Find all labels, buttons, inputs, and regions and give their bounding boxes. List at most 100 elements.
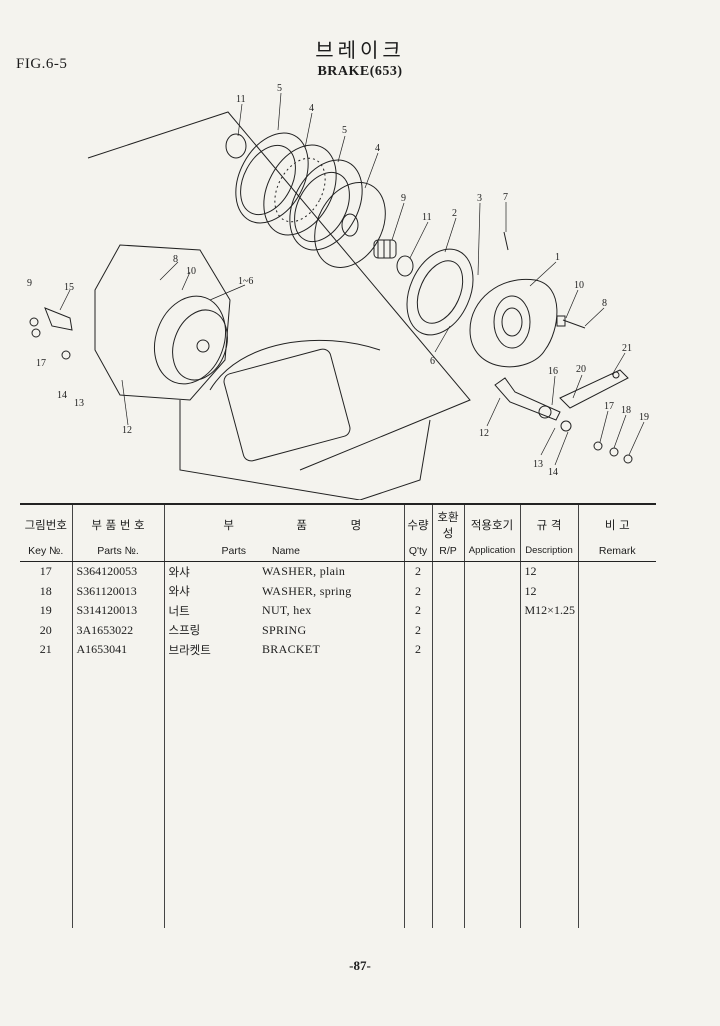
cell-qty: 2 — [403, 640, 432, 660]
cell-application — [463, 601, 520, 621]
cell-description: 12 — [519, 581, 578, 601]
callout: 4 — [375, 143, 380, 154]
cell-remark — [577, 620, 656, 640]
figure-label: FIG.6-5 — [16, 56, 68, 72]
callout: 12 — [479, 428, 489, 439]
col-header-name-a-ko: 부 — [163, 503, 254, 542]
callout: 17 — [604, 401, 614, 412]
col-header-qty-ko: 수량 — [403, 503, 432, 542]
callout: 4 — [309, 103, 314, 114]
lever-15 — [29, 307, 73, 360]
cell-qty: 2 — [403, 581, 432, 601]
col-header-parts-no-en: Parts №. — [71, 542, 164, 562]
table-row: 20 3A1653022 스프링 SPRING 2 — [20, 620, 656, 640]
callout: 18 — [621, 405, 631, 416]
page-title-korean: 브레이크 — [315, 38, 405, 62]
cell-remark — [577, 601, 656, 621]
callout: 12 — [122, 425, 132, 436]
cell-name-ko: 와샤 — [163, 561, 254, 582]
callout: 3 — [477, 193, 482, 204]
callout: 17 — [36, 358, 46, 369]
header-row-english: Key №. Parts №. Parts Name Q'ty R/P Appl… — [20, 542, 656, 562]
cell-name-en: SPRING — [262, 622, 307, 637]
cell-rp — [431, 561, 464, 582]
gasket-2 — [406, 248, 474, 336]
cell-application — [463, 620, 520, 640]
callout: 1~6 — [238, 276, 253, 287]
callout: 11 — [422, 212, 432, 223]
cell-name-en: WASHER, plain — [262, 564, 346, 579]
col-header-parts-no-ko: 부 품 번 호 — [71, 503, 164, 542]
callout: 10 — [186, 266, 196, 277]
cell-qty: 2 — [403, 620, 432, 640]
cell-remark — [577, 561, 656, 582]
callout: 10 — [574, 280, 584, 291]
cell-name-en: WASHER, spring — [262, 583, 352, 598]
col-header-description-ko: 규 격 — [519, 503, 578, 542]
plate-4a — [263, 144, 337, 236]
cell-qty: 2 — [403, 601, 432, 621]
header-row-korean: 그림번호 부 품 번 호 부 품 명 수량 호환성 적용호기 규 격 비 고 — [20, 503, 656, 542]
table-row: 17 S364120053 와샤 WASHER, plain 2 12 — [20, 561, 656, 582]
cell-rp — [431, 601, 464, 621]
callout: 20 — [576, 364, 586, 375]
callout: 15 — [64, 282, 74, 293]
page-number: -87- — [349, 958, 371, 973]
callout-numbers: 11 5 4 5 4 9 11 2 3 7 1 8 10 1~6 9 15 17… — [27, 83, 649, 478]
cell-name-ko: 너트 — [163, 601, 254, 621]
cell-name-en: BRACKET — [262, 642, 321, 657]
callout: 14 — [548, 467, 558, 478]
cell-qty: 2 — [403, 561, 432, 582]
callout: 14 — [57, 390, 67, 401]
cell-parts-no: 3A1653022 — [71, 620, 164, 640]
friction-disc-5a — [235, 132, 309, 224]
group-bracket-outline — [87, 111, 471, 471]
col-header-name-b-en: Name — [254, 542, 404, 562]
cell-parts-no: A1653041 — [71, 640, 164, 660]
col-header-qty-en: Q'ty — [403, 542, 432, 562]
brake-arm-12 — [494, 377, 561, 421]
callout: 16 — [548, 366, 558, 377]
page-title-english: BRAKE(653) — [317, 64, 403, 79]
cell-key: 18 — [39, 583, 52, 598]
cell-parts-no: S361120013 — [71, 581, 164, 601]
col-header-name-b-ko: 품 — [296, 518, 307, 532]
cell-parts-no: S364120053 — [71, 561, 164, 582]
brake-lever-21 — [559, 369, 629, 409]
cell-rp — [431, 640, 464, 660]
col-header-key-en: Key №. — [20, 542, 72, 562]
snap-ring-11 — [225, 133, 247, 159]
cell-key: 21 — [39, 642, 52, 657]
col-header-rp-en: R/P — [431, 542, 464, 562]
cell-application — [463, 561, 520, 582]
col-header-description-en: Description — [519, 542, 578, 562]
cell-description: M12×1.25 — [519, 601, 578, 621]
table-empty-area — [20, 659, 656, 928]
cell-parts-no: S314120013 — [71, 601, 164, 621]
cell-description — [519, 620, 578, 640]
cell-key: 19 — [39, 603, 52, 618]
callout: 1 — [555, 252, 560, 263]
col-header-application-ko: 적용호기 — [463, 503, 520, 542]
col-header-remark-en: Remark — [577, 542, 656, 562]
cell-name-ko: 와샤 — [163, 581, 254, 601]
col-header-key-ko: 그림번호 — [20, 503, 72, 542]
cell-description: 12 — [519, 561, 578, 582]
transmission-case — [94, 244, 431, 500]
snap-ring-11b — [396, 255, 414, 277]
cell-description — [519, 640, 578, 660]
parts-list-table: 그림번호 부 품 번 호 부 품 명 수량 호환성 적용호기 규 격 비 고 K… — [20, 503, 656, 928]
callout: 6 — [430, 356, 435, 367]
callout: 5 — [342, 125, 347, 136]
pin-7 — [503, 231, 509, 251]
callout: 13 — [74, 398, 84, 409]
callout: 9 — [401, 193, 406, 204]
callout: 5 — [277, 83, 282, 94]
cell-name-ko: 브라켓트 — [163, 640, 254, 660]
col-header-name-a-en: Parts — [163, 542, 254, 562]
brake-drum-assembly — [154, 295, 228, 385]
col-header-rp-ko: 호환성 — [431, 503, 464, 542]
leader-lines — [59, 92, 645, 466]
callout: 21 — [622, 343, 632, 354]
